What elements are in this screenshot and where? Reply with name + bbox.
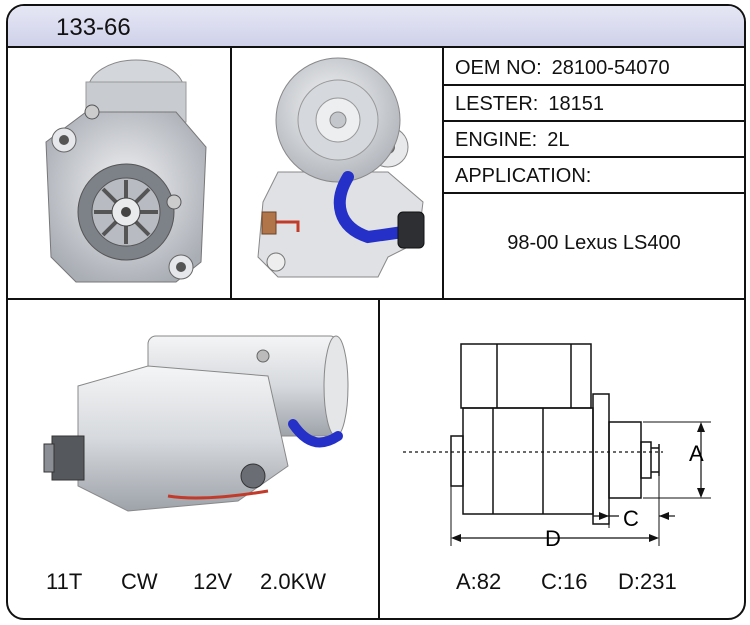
- spec-row-line-4: [444, 192, 744, 194]
- model-number: 133-66: [56, 14, 131, 41]
- divider-v2: [442, 48, 444, 300]
- application-label: APPLICATION:: [455, 165, 592, 187]
- dimension-d-value: D:231: [618, 569, 677, 594]
- dimension-a-value: A:82: [456, 569, 502, 594]
- oem-row: OEM NO: 28100-54070: [455, 57, 670, 80]
- rotation: CW: [121, 569, 158, 594]
- starter-rear-view-image: [257, 57, 425, 278]
- application-row: APPLICATION:: [455, 165, 591, 188]
- starter-front-view-image: [45, 59, 207, 283]
- dimension-diagram: A C D: [403, 343, 711, 551]
- spec-row-line-3: [444, 156, 744, 158]
- power-rating: 2.0KW: [260, 569, 327, 594]
- spec-row-line-1: [444, 84, 744, 86]
- dim-label-d: D: [545, 526, 561, 551]
- oem-label: OEM NO:: [455, 57, 542, 79]
- engine-label: ENGINE:: [455, 129, 538, 151]
- dim-label-a: A: [689, 441, 704, 466]
- header-bar: 133-66: [8, 6, 744, 48]
- teeth-count: 11T: [46, 569, 83, 594]
- divider-h-main: [8, 298, 744, 300]
- dim-label-c: C: [623, 506, 639, 531]
- lester-value: 18151: [548, 93, 604, 115]
- divider-v3: [378, 300, 380, 618]
- voltage: 12V: [193, 569, 233, 594]
- oem-value: 28100-54070: [551, 57, 670, 79]
- lester-row: LESTER: 18151: [455, 93, 604, 116]
- starter-side-view-image: [43, 335, 349, 512]
- divider-v1: [230, 48, 232, 300]
- spec-row-line-2: [444, 120, 744, 122]
- application-value: 98-00 Lexus LS400: [507, 232, 681, 254]
- engine-value: 2L: [547, 129, 570, 151]
- lester-label: LESTER:: [455, 93, 539, 115]
- dimension-c-value: C:16: [541, 569, 588, 594]
- engine-row: ENGINE: 2L: [455, 129, 570, 152]
- product-sheet: 133-66: [6, 4, 746, 620]
